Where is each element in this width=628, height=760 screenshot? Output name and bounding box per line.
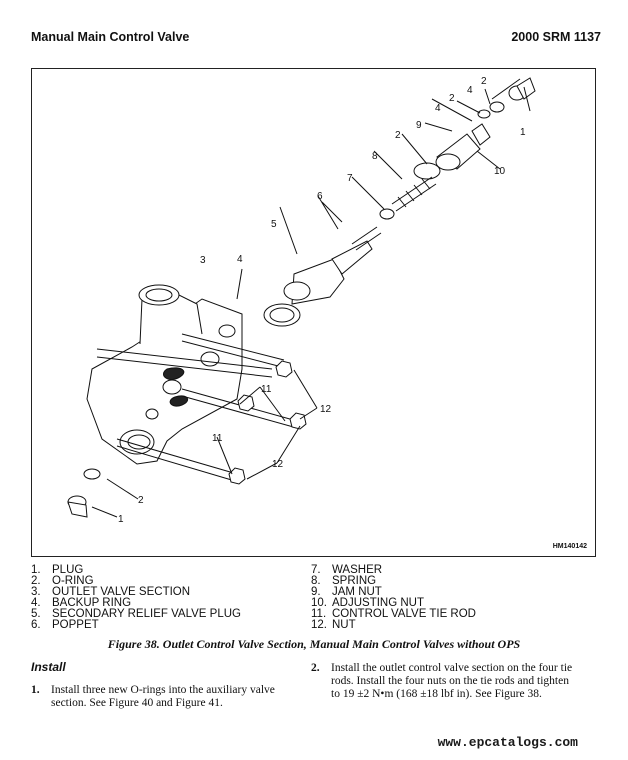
callout-11-upper: 11	[261, 384, 272, 395]
step-text: Install three new O-rings into the auxil…	[51, 684, 275, 709]
o-ring-2-upper	[413, 162, 441, 180]
plug-top	[508, 77, 536, 101]
legend-item: 6.POPPET	[31, 619, 99, 631]
callout-12-lower: 12	[272, 459, 284, 470]
plug-bottom	[67, 468, 101, 518]
legend-item: 8.SPRING	[311, 575, 377, 587]
callout-6: 6	[317, 191, 323, 202]
legend-item: 3.OUTLET VALVE SECTION	[31, 586, 191, 598]
callout-12-upper: 12	[320, 404, 332, 415]
o-ring-2-top	[489, 101, 505, 113]
callout-7: 7	[347, 173, 353, 184]
step-number: 1.	[31, 684, 40, 696]
legend-item: 9.JAM NUT	[311, 586, 382, 598]
parts-legend-right: 7.WASHER 8.SPRING 9.JAM NUT 10.ADJUSTING…	[311, 564, 476, 631]
callout-5: 5	[271, 219, 277, 230]
legend-item: 7.WASHER	[311, 564, 383, 576]
install-step-1: 1. Install three new O-rings into the au…	[31, 684, 293, 710]
callout-2-top: 2	[481, 76, 487, 87]
page-header-title: Manual Main Control Valve	[31, 30, 190, 44]
legend-item: 1.PLUG	[31, 564, 84, 576]
step-number: 2.	[311, 662, 320, 674]
washer	[379, 208, 395, 220]
legend-item: 12.NUT	[311, 619, 356, 631]
backup-ring-4-upper	[477, 109, 491, 119]
backup-ring-4-lower	[263, 303, 301, 327]
relief-valve-plug	[283, 240, 373, 305]
install-step-2: 2. Install the outlet control valve sect…	[311, 662, 576, 701]
callout-11-lower: 11	[212, 433, 223, 444]
callout-8: 8	[372, 151, 378, 162]
callout-4-lower: 4	[237, 254, 243, 265]
legend-item: 5.SECONDARY RELIEF VALVE PLUG	[31, 608, 241, 620]
figure-id-code: HM140142	[552, 543, 587, 550]
callout-4-second: 4	[435, 103, 441, 114]
callout-2-second: 2	[449, 93, 455, 104]
page-header-doc-number: 2000 SRM 1137	[511, 30, 601, 44]
section-heading-install: Install	[31, 660, 66, 674]
legend-item: 2.O-RING	[31, 575, 94, 587]
callout-labels: 1 2 4 2 4 9 10 2 8 7 6 5 4 3 11 11 12 12…	[118, 76, 526, 525]
legend-item: 11.CONTROL VALVE TIE ROD	[311, 608, 476, 620]
callout-4-top: 4	[467, 85, 473, 96]
callout-10: 10	[494, 166, 506, 177]
callout-3: 3	[200, 255, 206, 266]
exploded-view-figure: 1 2 4 2 4 9 10 2 8 7 6 5 4 3 11 11 12 12…	[31, 68, 596, 557]
figure-caption: Figure 38. Outlet Control Valve Section,…	[107, 637, 521, 651]
callout-1-top: 1	[520, 127, 526, 138]
legend-item: 10.ADJUSTING NUT	[311, 597, 424, 609]
parts-legend-left: 1.PLUG 2.O-RING 3.OUTLET VALVE SECTION 4…	[31, 564, 241, 631]
spring	[391, 176, 437, 212]
callout-1-bottom: 1	[118, 514, 124, 525]
adjusting-nut	[435, 123, 491, 171]
callout-2-third: 2	[395, 130, 401, 141]
tie-rod-nuts	[228, 360, 307, 485]
callout-2-bottom: 2	[138, 495, 144, 506]
valve-section-drawing: 1 2 4 2 4 9 10 2 8 7 6 5 4 3 11 11 12 12…	[67, 76, 536, 525]
step-text: Install the outlet control valve section…	[331, 662, 573, 700]
poppet-stem	[351, 226, 382, 251]
watermark-url: www.epcatalogs.com	[437, 735, 578, 750]
outlet-valve-body	[86, 284, 243, 465]
legend-item: 4.BACKUP RING	[31, 597, 132, 609]
leader-lines	[91, 78, 531, 518]
tie-rods	[96, 333, 298, 482]
callout-9: 9	[416, 120, 422, 131]
